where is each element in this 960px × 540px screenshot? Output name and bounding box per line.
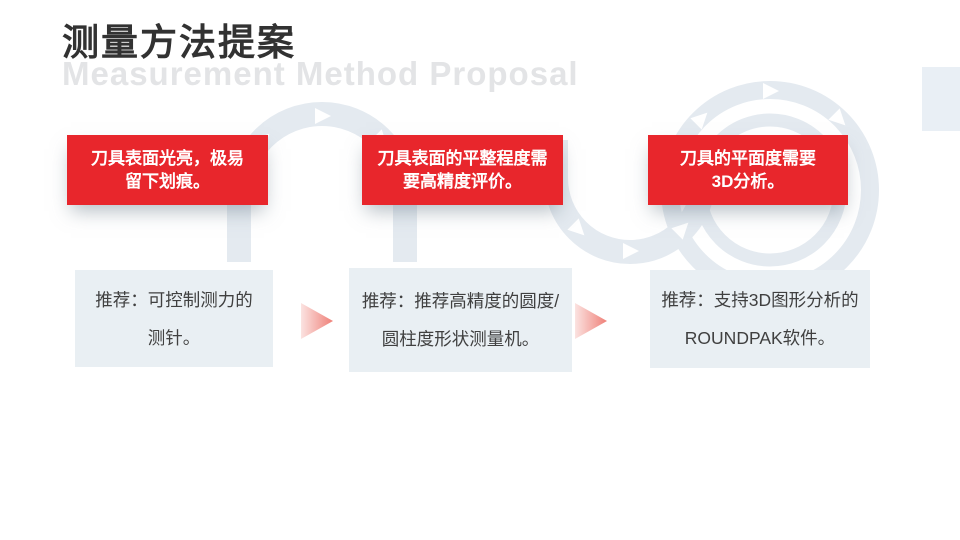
recommendation-box-1: 推荐：可控制测力的 测针。 — [75, 270, 273, 367]
problem-box-3-line-2: 3D分析。 — [711, 172, 785, 191]
problem-box-1-line-2: 留下划痕。 — [125, 172, 210, 191]
recommendation-box-1-line-1: 推荐：可控制测力的 — [95, 289, 253, 310]
page-subtitle: Measurement Method Proposal — [62, 55, 579, 92]
corner-accent-rectangle — [922, 67, 960, 131]
recommendation-box-3: 推荐：支持3D图形分析的 ROUNDPAK软件。 — [650, 270, 870, 368]
chevron-icon — [315, 108, 331, 124]
page-title: 测量方法提案 — [62, 22, 296, 63]
problem-box-1: 刀具表面光亮，极易 留下划痕。 — [67, 135, 268, 205]
problem-box-3-line-1: 刀具的平面度需要 — [680, 149, 816, 168]
problem-box-2: 刀具表面的平整程度需 要高精度评价。 — [362, 135, 563, 205]
recommendation-box-2: 推荐：推荐高精度的圆度/ 圆柱度形状测量机。 — [349, 268, 572, 372]
recommendation-box-2-line-1: 推荐：推荐高精度的圆度/ — [361, 291, 560, 311]
recommendation-box-3-line-1: 推荐：支持3D图形分析的 — [661, 290, 859, 310]
problem-box-2-line-2: 要高精度评价。 — [403, 172, 522, 191]
problem-box-1-line-1: 刀具表面光亮，极易 — [91, 149, 244, 168]
recommendation-box-2-line-2: 圆柱度形状测量机。 — [381, 329, 540, 349]
problem-box-3: 刀具的平面度需要 3D分析。 — [648, 135, 848, 205]
chevron-icon — [623, 243, 639, 259]
problem-box-2-line-1: 刀具表面的平整程度需 — [377, 149, 548, 168]
recommendation-box-1-line-2: 测针。 — [147, 327, 201, 348]
recommendation-box-3-line-2: ROUNDPAK软件。 — [684, 328, 836, 348]
chevron-icon — [763, 83, 779, 99]
